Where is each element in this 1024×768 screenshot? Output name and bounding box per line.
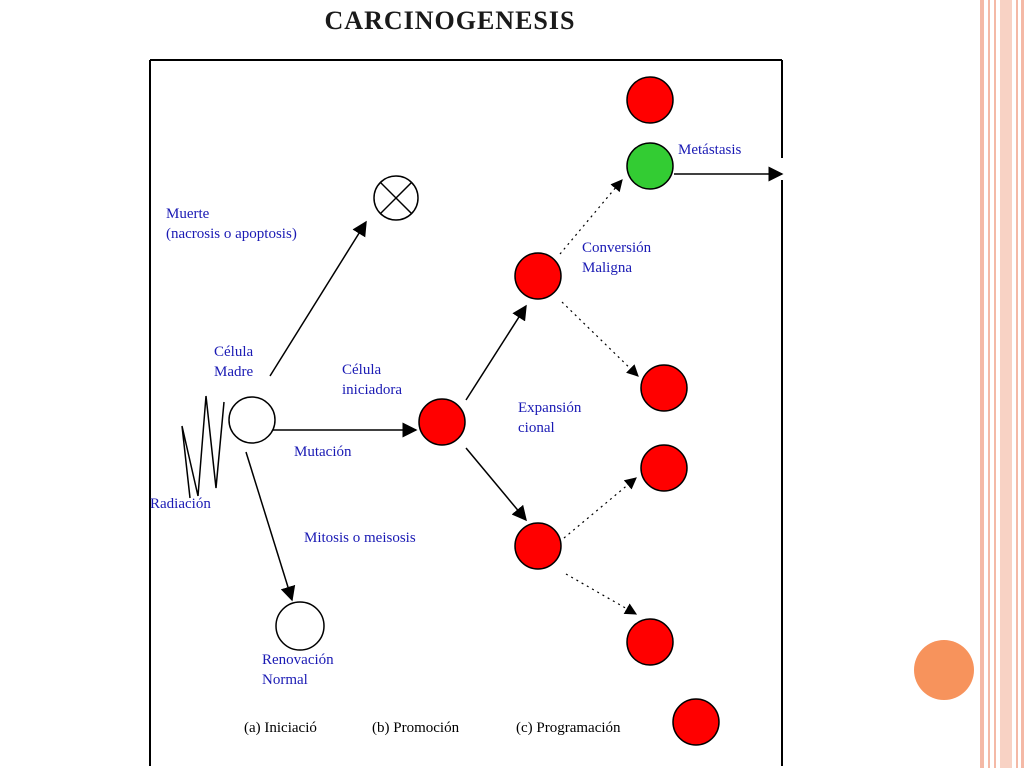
decorative-orange-dot [914,640,974,700]
legend-programming: (c) Programación [516,720,621,736]
clonal-cell-2 [640,444,688,492]
arrow-to-renewal [245,451,296,602]
legend-cell [672,698,720,746]
label-death-2: (nacrosis o apoptosis) [166,226,297,242]
clonal-cell-3 [626,618,674,666]
label-conversion-1: Conversión [582,240,652,256]
label-initiator-1: Célula [342,362,381,378]
dotted-arrow-expansion-2 [563,477,637,539]
legend-initiation: (a) Iniciació [244,720,317,736]
label-renewal-2: Normal [262,672,308,688]
promoted-cell-lower [514,522,562,570]
dead-cell-icon [373,175,419,221]
slide-border-stripes [980,0,1024,768]
label-renewal-1: Renovación [262,652,334,668]
label-metastasis: Metástasis [678,142,741,158]
arrow-initiator-up [465,304,527,401]
label-death-1: Muerte [166,206,210,222]
slide-title: CARCINOGENESIS [324,6,576,35]
label-mother-2: Madre [214,364,253,380]
label-radiation: Radiación [150,496,211,512]
label-expansion-1: Expansión [518,400,582,416]
metastatic-cell [626,142,674,190]
label-expansion-2: cional [518,420,555,436]
label-mother-1: Célula [214,344,253,360]
mother-cell [228,396,276,444]
radiation-wave [181,395,225,499]
dotted-arrow-expansion-1 [561,301,639,377]
normal-cell [275,601,325,651]
legend-promotion: (b) Promoción [372,720,460,736]
label-mitosis: Mitosis o meisosis [304,530,416,546]
arrow-to-death [269,220,367,377]
promoted-cell-upper [514,252,562,300]
clonal-cell-1 [640,364,688,412]
initiator-cell [418,398,466,446]
carcinogenesis-diagram: Muerte (nacrosis o apoptosis) Célula Mad… [146,58,786,768]
arrow-initiator-down [465,447,527,522]
label-conversion-2: Maligna [582,260,632,276]
diagram-frame [149,59,783,766]
malignant-cell-top [626,76,674,124]
dotted-arrow-expansion-3 [565,573,638,615]
label-mutation: Mutación [294,444,352,460]
label-initiator-2: iniciadora [342,382,402,398]
dotted-arrow-conversion [559,179,623,255]
